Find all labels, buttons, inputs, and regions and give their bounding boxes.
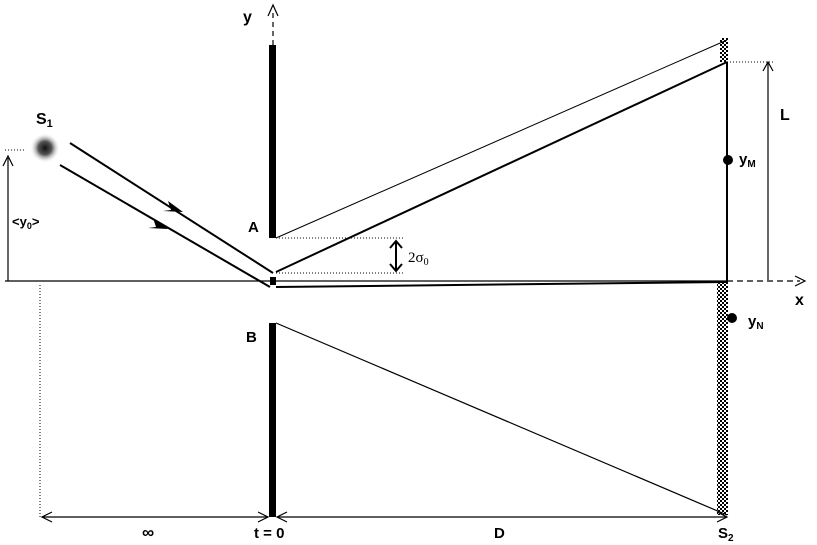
x-axis-label: x xyxy=(795,292,804,309)
mean-position-label: <y0> xyxy=(12,214,40,231)
slit-center-mark xyxy=(270,277,276,285)
time-zero-label: t = 0 xyxy=(254,525,284,542)
barrier-lower xyxy=(269,323,276,517)
distance-label: D xyxy=(494,525,505,542)
y-axis-label: y xyxy=(243,9,252,26)
x-axis-arrow-icon xyxy=(794,275,807,287)
point-m-label: yM xyxy=(739,151,756,170)
screen-pattern-top xyxy=(720,38,728,62)
point-n-label: yN xyxy=(748,313,764,332)
slit-width-label: 2σ0 xyxy=(408,250,429,268)
screen-s2 xyxy=(717,38,728,515)
source-s1-label: S1 xyxy=(36,111,53,130)
screen-pattern-bottom xyxy=(717,283,728,515)
barrier-upper xyxy=(269,45,276,238)
screen-height-label: L xyxy=(780,107,790,124)
y-axis-arrow-icon xyxy=(267,3,279,17)
beam-arrow-lower-icon xyxy=(148,218,168,229)
guide-lines xyxy=(5,61,775,517)
infinity-dimension xyxy=(40,511,270,523)
distance-dimension xyxy=(275,511,729,523)
mean-position-arrow xyxy=(2,154,14,281)
source-s1-glow xyxy=(30,133,60,163)
screen-s2-label: S2 xyxy=(718,525,734,544)
incoming-beam xyxy=(59,142,274,288)
beam-arrow-upper-icon xyxy=(163,201,183,212)
point-m-dot xyxy=(723,155,733,165)
slit-width-arrow xyxy=(389,239,403,273)
slit-a-label: A xyxy=(248,219,259,236)
x-axis xyxy=(5,275,807,287)
infinity-label: ∞ xyxy=(142,523,154,542)
y-axis xyxy=(267,3,279,45)
slit-b-label: B xyxy=(246,329,257,346)
mean-position-arrow-icon xyxy=(2,154,14,167)
point-n-dot xyxy=(727,313,737,323)
diffracted-rays xyxy=(275,39,728,516)
screen-height-arrow xyxy=(762,60,774,280)
